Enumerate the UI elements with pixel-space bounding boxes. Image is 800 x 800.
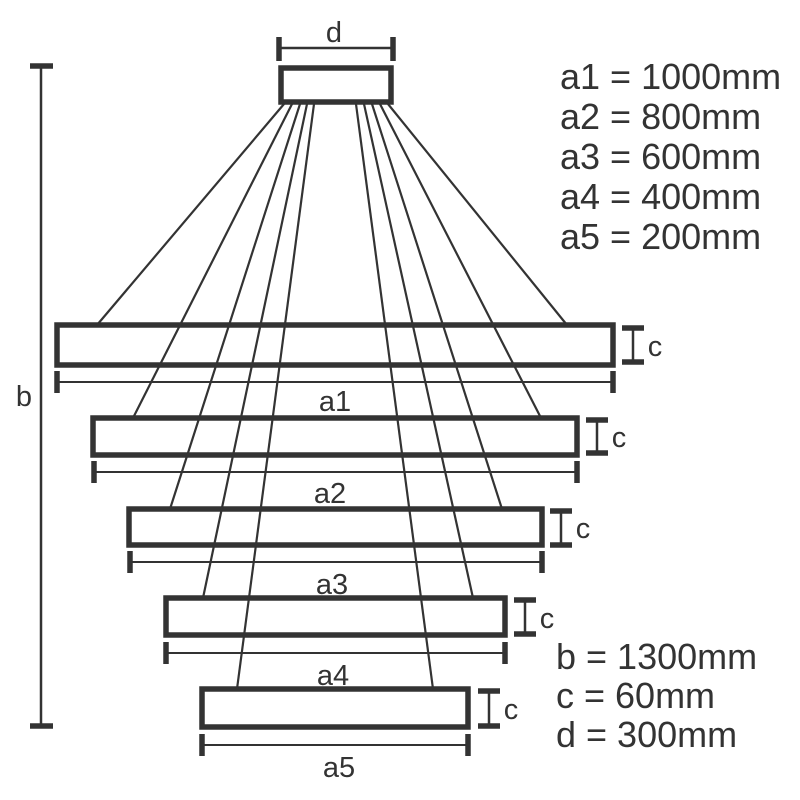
dim-c-1: c bbox=[622, 325, 663, 365]
dim-c-2: c bbox=[586, 417, 627, 456]
wire-left-5 bbox=[235, 103, 316, 690]
dim-c-5: c bbox=[478, 688, 519, 729]
dim-c-3: c bbox=[550, 508, 591, 548]
suspension-wires bbox=[96, 103, 568, 690]
dim-label-a2: a2 bbox=[314, 478, 346, 510]
dim-b: b bbox=[16, 63, 53, 729]
legend-line-a1: a1 = 1000mm bbox=[560, 56, 782, 97]
legend-ring-diameters: a1 = 1000mm a2 = 800mm a3 = 600mm a4 = 4… bbox=[560, 57, 781, 257]
dim-a3: a3 bbox=[127, 551, 545, 601]
dim-label-a3: a3 bbox=[316, 569, 348, 601]
dim-label-c3: c bbox=[576, 513, 591, 545]
ring-bar-4 bbox=[163, 595, 508, 638]
wire-right-4 bbox=[362, 103, 475, 599]
wire-left-4 bbox=[201, 103, 309, 599]
ceiling-canopy bbox=[278, 65, 394, 105]
dim-label-a5: a5 bbox=[323, 752, 355, 784]
ring-bars bbox=[54, 322, 616, 730]
dim-c-4: c bbox=[514, 597, 555, 637]
dim-a4: a4 bbox=[163, 642, 508, 692]
wire-left-3 bbox=[168, 103, 302, 510]
dim-a1: a1 bbox=[54, 371, 616, 418]
dim-a5: a5 bbox=[199, 734, 471, 784]
legend-line-b: b = 1300mm bbox=[556, 636, 758, 677]
dim-label-a4: a4 bbox=[317, 660, 349, 692]
legend-line-a5: a5 = 200mm bbox=[560, 216, 762, 257]
ring-bar-1 bbox=[54, 322, 616, 368]
legend-line-c: c = 60mm bbox=[556, 675, 716, 716]
wire-right-5 bbox=[354, 103, 435, 690]
ring-bar-3 bbox=[126, 506, 545, 548]
dim-label-a1: a1 bbox=[319, 386, 351, 418]
ring-bar-5 bbox=[199, 686, 471, 730]
legend-line-d: d = 300mm bbox=[556, 714, 738, 755]
wire-right-1 bbox=[387, 103, 568, 326]
legend-line-a2: a2 = 800mm bbox=[560, 96, 762, 137]
dim-label-c2: c bbox=[612, 422, 627, 454]
dim-label-c1: c bbox=[648, 331, 663, 363]
wire-left-1 bbox=[96, 103, 285, 326]
legend-line-a4: a4 = 400mm bbox=[560, 176, 762, 217]
ring-bar-2 bbox=[90, 415, 580, 458]
wire-right-2 bbox=[379, 103, 542, 419]
dim-label-c5: c bbox=[504, 694, 519, 726]
dim-label-d: d bbox=[326, 17, 342, 49]
dim-a2: a2 bbox=[91, 461, 580, 510]
dim-label-c4: c bbox=[540, 603, 555, 635]
dim-label-b: b bbox=[16, 381, 32, 413]
dim-d: d bbox=[276, 17, 396, 61]
legend-height-thickness-canopy: b = 1300mm c = 60mm d = 300mm bbox=[556, 637, 757, 754]
wire-right-3 bbox=[370, 103, 504, 510]
legend-line-a3: a3 = 600mm bbox=[560, 136, 762, 177]
wire-left-2 bbox=[132, 103, 293, 419]
